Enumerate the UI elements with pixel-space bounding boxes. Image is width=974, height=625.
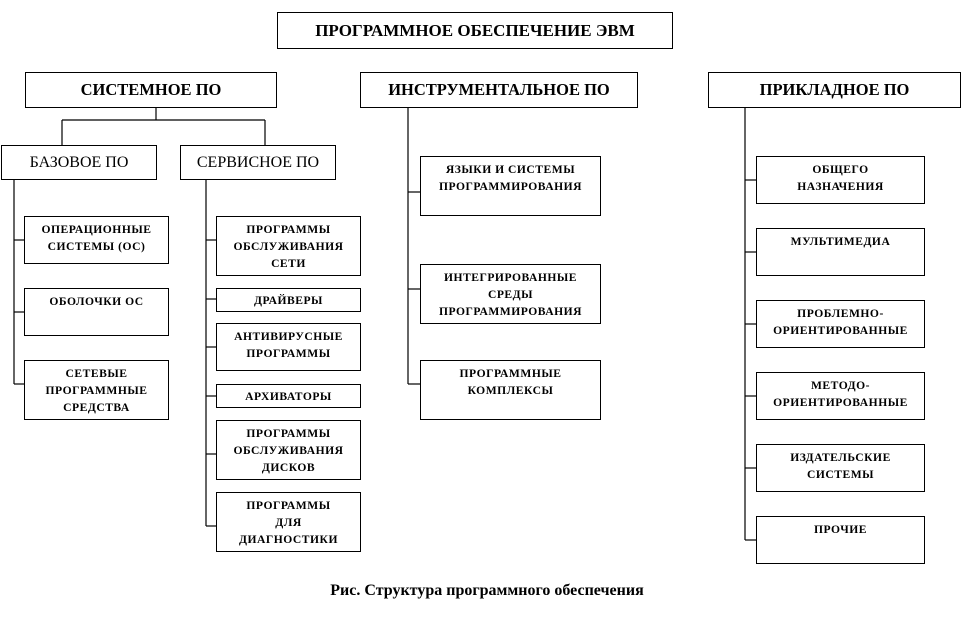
leaf-programming-languages: ЯЗЫКИ И СИСТЕМЫ ПРОГРАММИРОВАНИЯ [420, 156, 601, 216]
leaf-method-oriented: МЕТОДО- ОРИЕНТИРОВАННЫЕ [756, 372, 925, 420]
leaf-general-purpose: ОБЩЕГО НАЗНАЧЕНИЯ [756, 156, 925, 204]
leaf-disk-maintenance: ПРОГРАММЫ ОБСЛУЖИВАНИЯ ДИСКОВ [216, 420, 361, 480]
leaf-operating-systems: ОПЕРАЦИОННЫЕ СИСТЕМЫ (ОС) [24, 216, 169, 264]
diagram-root-title: ПРОГРАММНОЕ ОБЕСПЕЧЕНИЕ ЭВМ [277, 12, 673, 49]
leaf-drivers: ДРАЙВЕРЫ [216, 288, 361, 312]
base-software-box: БАЗОВОЕ ПО [1, 145, 157, 180]
leaf-antivirus: АНТИВИРУСНЫЕ ПРОГРАММЫ [216, 323, 361, 371]
leaf-publishing-systems: ИЗДАТЕЛЬСКИЕ СИСТЕМЫ [756, 444, 925, 492]
leaf-software-complexes: ПРОГРАММНЫЕ КОМПЛЕКСЫ [420, 360, 601, 420]
service-software-box: СЕРВИСНОЕ ПО [180, 145, 336, 180]
leaf-problem-oriented: ПРОБЛЕМНО- ОРИЕНТИРОВАННЫЕ [756, 300, 925, 348]
leaf-multimedia: МУЛЬТИМЕДИА [756, 228, 925, 276]
leaf-archivers: АРХИВАТОРЫ [216, 384, 361, 408]
leaf-diagnostics: ПРОГРАММЫ ДЛЯ ДИАГНОСТИКИ [216, 492, 361, 552]
leaf-network-maintenance: ПРОГРАММЫ ОБСЛУЖИВАНИЯ СЕТИ [216, 216, 361, 276]
system-software-box: СИСТЕМНОЕ ПО [25, 72, 277, 108]
leaf-ide: ИНТЕГРИРОВАННЫЕ СРЕДЫ ПРОГРАММИРОВАНИЯ [420, 264, 601, 324]
leaf-other: ПРОЧИЕ [756, 516, 925, 564]
instrumental-software-box: ИНСТРУМЕНТАЛЬНОЕ ПО [360, 72, 638, 108]
figure-caption: Рис. Структура программного обеспечения [330, 582, 644, 599]
applied-software-box: ПРИКЛАДНОЕ ПО [708, 72, 961, 108]
leaf-network-tools: СЕТЕВЫЕ ПРОГРАММНЫЕ СРЕДСТВА [24, 360, 169, 420]
leaf-os-shells: ОБОЛОЧКИ ОС [24, 288, 169, 336]
